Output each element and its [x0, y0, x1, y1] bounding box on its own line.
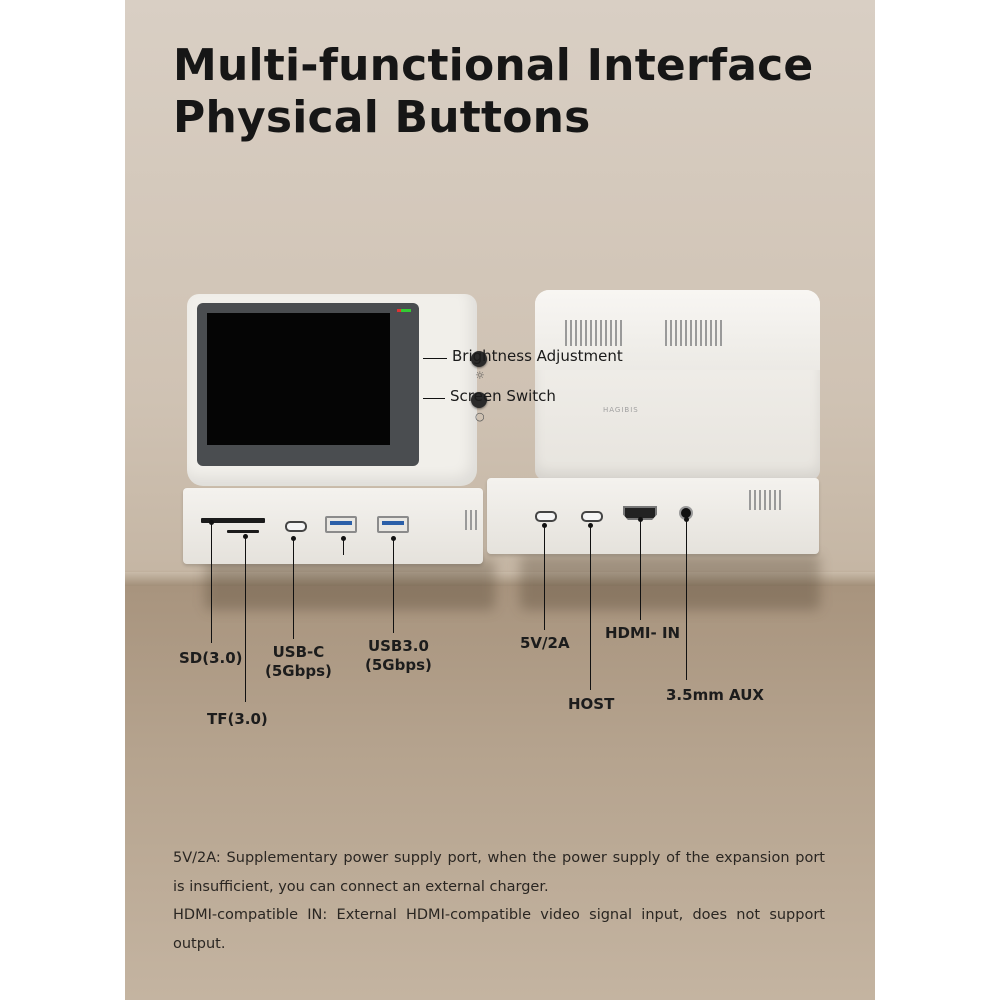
tf-callout-line	[245, 537, 246, 702]
display-screen	[207, 313, 390, 445]
usb3-port-1[interactable]	[325, 516, 357, 533]
rear-monitor-top	[535, 290, 820, 370]
status-led-icon	[397, 309, 411, 312]
aux-callout-line	[686, 520, 687, 680]
rear-device-shadow	[520, 555, 820, 610]
front-base-vent	[465, 510, 481, 530]
rear-monitor: HAGIBIS	[535, 290, 820, 480]
aux-callout-dot	[684, 517, 689, 522]
front-device-shadow	[205, 560, 495, 610]
power-usb-c-port[interactable]	[535, 511, 557, 522]
rear-base-vent	[749, 490, 789, 510]
power-callout-dot	[542, 523, 547, 528]
screen-switch-knob[interactable]	[471, 392, 487, 408]
host-label: HOST	[568, 695, 615, 713]
description: 5V/2A: Supplementary power supply port, …	[173, 844, 825, 958]
usb-c-callout-dot	[291, 536, 296, 541]
host-callout-line	[590, 526, 591, 690]
shelf-edge	[125, 572, 875, 586]
usb3-label: USB3.0 (5Gbps)	[365, 637, 432, 675]
usb3-callout-dot-1	[341, 536, 346, 541]
power-callout-line	[544, 526, 545, 630]
brightness-callout-line	[423, 358, 447, 359]
tf-callout-dot	[243, 534, 248, 539]
description-para-1: 5V/2A: Supplementary power supply port, …	[173, 850, 825, 895]
brightness-label: Brightness Adjustment	[452, 347, 623, 365]
usb-c-label-line-2: (5Gbps)	[265, 662, 332, 680]
host-callout-dot	[588, 523, 593, 528]
sd-label: SD(3.0)	[179, 649, 243, 667]
description-para-2: HDMI-compatible IN: External HDMI-compat…	[173, 907, 825, 952]
sd-callout-line	[211, 523, 212, 643]
brand-logo: HAGIBIS	[603, 406, 639, 414]
usb3-callout-dot-2	[391, 536, 396, 541]
hdmi-callout-dot	[638, 517, 643, 522]
rear-base	[487, 478, 819, 554]
rear-vent-right	[665, 320, 725, 346]
usb3-label-line-1: USB3.0	[367, 637, 429, 655]
sd-callout-dot	[209, 520, 214, 525]
screen-switch-callout-line	[423, 398, 445, 399]
usb-c-label-line-1: USB-C	[272, 643, 325, 661]
host-usb-c-port[interactable]	[581, 511, 603, 522]
usb3-label-line-2: (5Gbps)	[365, 656, 432, 674]
front-base	[183, 488, 483, 564]
aux-label: 3.5mm AUX	[666, 686, 764, 704]
screen-switch-label: Screen Switch	[450, 387, 556, 405]
sun-icon: ☼	[475, 369, 485, 382]
product-panel: Multi-functional Interface Physical Butt…	[125, 0, 875, 1000]
sd-card-slot[interactable]	[201, 518, 265, 523]
front-monitor: ☼ ○	[187, 294, 487, 486]
rear-vent-left	[565, 320, 625, 346]
usb3-callout-line-2	[393, 539, 394, 633]
usb-c-callout-line	[293, 539, 294, 639]
tf-card-slot[interactable]	[227, 530, 259, 533]
page-title: Multi-functional Interface Physical Butt…	[173, 40, 813, 144]
power-ring-icon: ○	[475, 410, 485, 423]
brightness-knob[interactable]	[471, 351, 487, 367]
screen-bezel	[197, 303, 419, 466]
title-line-2: Physical Buttons	[173, 92, 591, 143]
title-line-1: Multi-functional Interface	[173, 40, 814, 91]
hdmi-callout-line	[640, 520, 641, 620]
usb-c-label: USB-C (5Gbps)	[265, 643, 332, 681]
tf-label: TF(3.0)	[207, 710, 268, 728]
hdmi-label: HDMI- IN	[605, 624, 681, 642]
usb3-callout-line-1	[343, 539, 344, 555]
usb-c-port[interactable]	[285, 521, 307, 532]
usb3-port-2[interactable]	[377, 516, 409, 533]
shelf-front	[125, 586, 875, 1000]
power-label: 5V/2A	[520, 634, 570, 652]
